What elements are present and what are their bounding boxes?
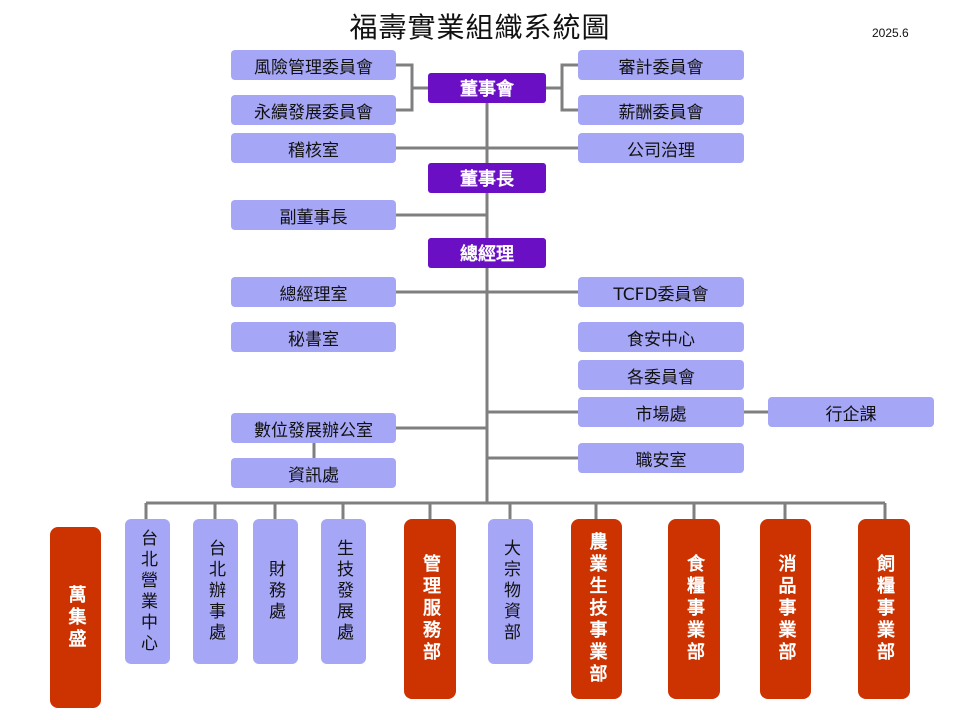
bottom-unit-consumer: 消品事業部	[760, 519, 811, 699]
vice-chairman-box: 副董事長	[231, 200, 396, 230]
gm-office-box: 總經理室	[231, 277, 396, 307]
bottom-unit-food-grain: 食糧事業部	[668, 519, 720, 699]
bottom-unit-wanjisheng: 萬集盛	[50, 527, 101, 708]
corporate-governance-box: 公司治理	[578, 133, 744, 163]
committees-box: 各委員會	[578, 360, 744, 390]
tcfd-committee-box: TCFD委員會	[578, 277, 744, 307]
planning-section-box: 行企課	[768, 397, 934, 427]
sustainability-committee-box: 永續發展委員會	[231, 95, 396, 125]
audit-committee-box: 審計委員會	[578, 50, 744, 80]
audit-office-box: 稽核室	[231, 133, 396, 163]
risk-committee-box: 風險管理委員會	[231, 50, 396, 80]
bottom-unit-agri-biotech: 農業生技事業部	[571, 519, 622, 699]
occupational-safety-box: 職安室	[578, 443, 744, 473]
market-dept-box: 市場處	[578, 397, 744, 427]
bottom-unit-management: 管理服務部	[404, 519, 456, 699]
bottom-unit-commodity: 大宗物資部	[488, 519, 533, 664]
bottom-unit-taipei-sales: 台北營業中心	[125, 519, 170, 664]
bottom-unit-biotech: 生技發展處	[321, 519, 366, 664]
chart-title: 福壽實業組織系統圖	[349, 11, 611, 44]
it-dept-box: 資訊處	[231, 458, 396, 488]
bottom-unit-feed: 飼糧事業部	[858, 519, 910, 699]
bottom-unit-taipei-office: 台北辦事處	[193, 519, 238, 664]
board-box: 董事會	[428, 73, 546, 103]
food-safety-center-box: 食安中心	[578, 322, 744, 352]
digital-office-box: 數位發展辦公室	[231, 413, 396, 443]
general-manager-box: 總經理	[428, 238, 546, 268]
chairman-box: 董事長	[428, 163, 546, 193]
bottom-unit-finance: 財務處	[253, 519, 298, 664]
secretary-office-box: 秘書室	[231, 322, 396, 352]
revision-date: 2025.6	[872, 26, 909, 40]
remuneration-committee-box: 薪酬委員會	[578, 95, 744, 125]
